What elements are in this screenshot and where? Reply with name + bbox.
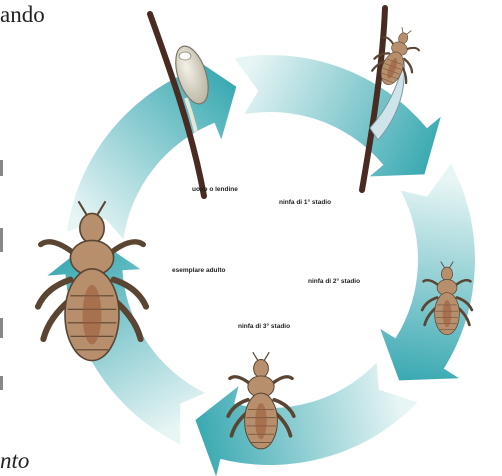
stage-label-nymph-3: ninfa di 3° stadio — [238, 322, 290, 330]
stage-labels: uovo o lendine ninfa di 1° stadio ninfa … — [172, 186, 360, 330]
cycle-arrow — [380, 164, 475, 381]
stage-label-nymph-2: ninfa di 2° stadio — [308, 277, 360, 285]
stage-label-nymph-1: ninfa di 1° stadio — [279, 198, 331, 206]
stage-label-adult: esemplare adulto — [172, 267, 225, 274]
cycle-arrow — [67, 53, 236, 239]
stage-label-egg: uovo o lendine — [192, 186, 238, 193]
cycle-arrow — [234, 55, 440, 176]
cycle-arrow — [195, 363, 417, 476]
